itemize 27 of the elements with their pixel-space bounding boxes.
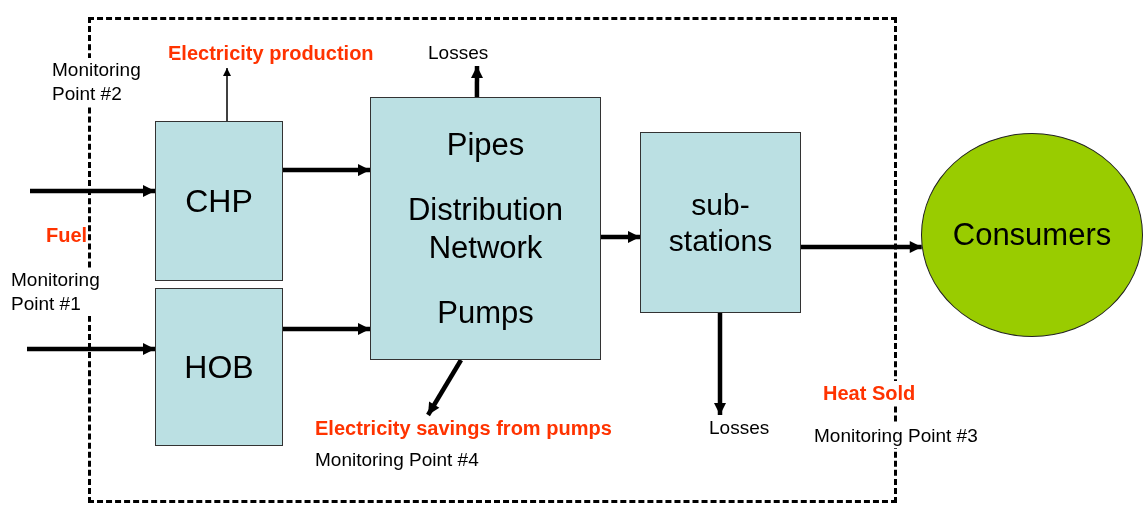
arrow [223, 67, 231, 122]
arrow [30, 185, 155, 197]
flow-label: Losses [428, 40, 508, 66]
arrow [283, 164, 370, 177]
process-box [155, 121, 283, 281]
arrow [283, 322, 370, 335]
annotation-text: Monitoring Point #2 [52, 58, 172, 106]
arrow [801, 241, 922, 254]
process-box [370, 97, 601, 360]
box-label: Pipes [446, 126, 525, 164]
process-box [640, 132, 801, 313]
arrow [426, 358, 463, 417]
box-label: HOB [184, 347, 254, 387]
box-label: Consumers [952, 216, 1112, 254]
box-label: Distribution Network [406, 191, 565, 266]
arrow [601, 230, 640, 243]
annotation-text: Heat Sold [823, 381, 916, 405]
box-label: CHP [185, 181, 253, 221]
arrow [714, 313, 726, 415]
annotation-text: Monitoring Point #3 [814, 424, 978, 448]
process-box [155, 288, 283, 446]
arrow [471, 66, 483, 97]
flow-label: Electricity savings from pumps [315, 415, 675, 443]
flow-label: Losses [709, 415, 789, 441]
arrow [27, 343, 155, 355]
box-label: Pumps [437, 293, 534, 331]
box-label: sub- stations [667, 186, 774, 259]
